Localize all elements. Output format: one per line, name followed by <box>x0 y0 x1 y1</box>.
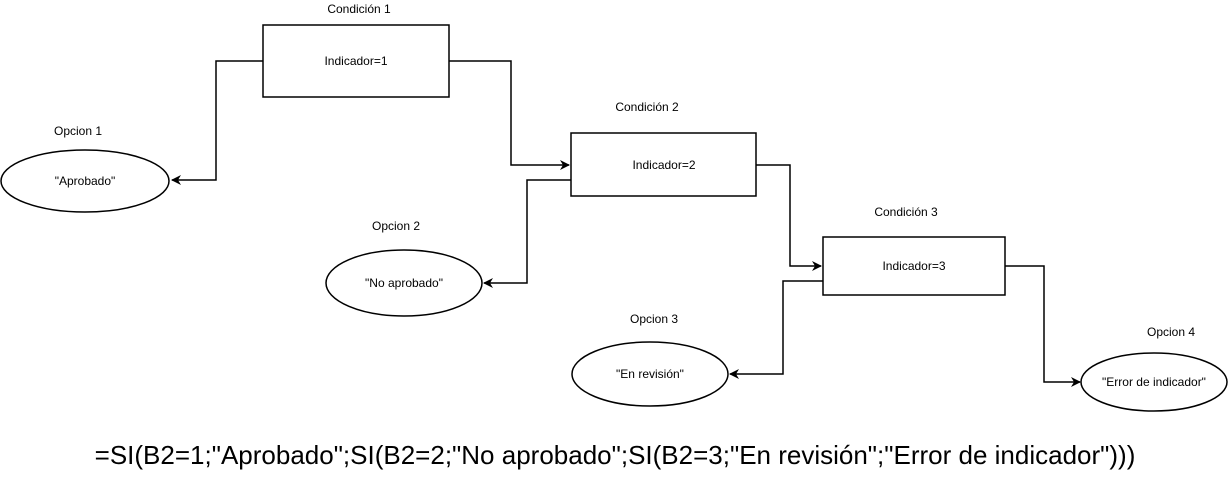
connector-cond3-to-option3 <box>729 280 823 379</box>
condition-1-title: Condición 1 <box>327 2 391 16</box>
condition-2-node: Condición 2 Indicador=2 <box>570 100 757 197</box>
condition-1-text: Indicador=1 <box>324 54 387 68</box>
connector-cond1-to-cond2 <box>449 60 570 170</box>
condition-3-box <box>822 236 1006 296</box>
connector-cond2-to-option2 <box>483 179 571 288</box>
option-3-title: Opcion 3 <box>630 312 678 326</box>
option-1-text: "Aprobado" <box>55 174 116 188</box>
condition-2-title: Condición 2 <box>615 100 679 114</box>
option-4-text: "Error de indicador" <box>1102 375 1206 389</box>
condition-1-node: Condición 1 Indicador=1 <box>262 2 450 98</box>
condition-3-node: Condición 3 Indicador=3 <box>822 205 1006 296</box>
connector-cond2-to-cond3 <box>756 164 822 271</box>
option-1-title: Opcion 1 <box>54 124 102 138</box>
condition-3-title: Condición 3 <box>874 205 938 219</box>
option-1-ellipse <box>0 149 170 213</box>
option-2-node: Opcion 2 "No aprobado" <box>325 219 483 317</box>
connector-cond1-to-option1 <box>171 60 263 185</box>
option-2-ellipse <box>325 249 483 317</box>
option-3-text: "En revisión" <box>616 367 684 381</box>
option-4-node: Opcion 4 "Error de indicador" <box>1080 325 1228 412</box>
option-3-node: Opcion 3 "En revisión" <box>571 312 729 407</box>
option-2-text: "No aprobado" <box>365 276 443 290</box>
option-1-node: Opcion 1 "Aprobado" <box>0 124 170 213</box>
option-4-title: Opcion 4 <box>1147 325 1195 339</box>
connector-cond3-to-option4 <box>1005 265 1081 387</box>
condition-2-text: Indicador=2 <box>632 158 695 172</box>
option-3-ellipse <box>571 341 729 407</box>
excel-formula: =SI(B2=1;"Aprobado";SI(B2=2;"No aprobado… <box>94 440 1136 470</box>
option-4-ellipse <box>1080 352 1228 412</box>
condition-3-text: Indicador=3 <box>882 259 945 273</box>
condition-1-box <box>262 24 450 98</box>
option-2-title: Opcion 2 <box>372 219 420 233</box>
condition-2-box <box>570 132 757 197</box>
